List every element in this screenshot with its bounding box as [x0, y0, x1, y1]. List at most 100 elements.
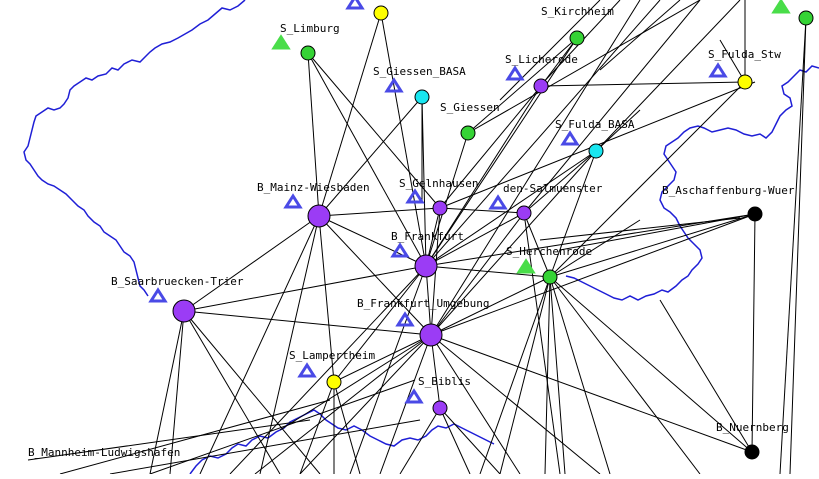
connection-line — [549, 276, 566, 475]
connection-line — [349, 265, 427, 475]
label-fulda-basa: S_Fulda_BASA — [555, 118, 635, 131]
connection-line — [425, 0, 661, 267]
label-kirchheim: S_Kirchheim — [541, 5, 614, 18]
connection-line — [430, 0, 641, 336]
node-giessen[interactable] — [460, 125, 476, 141]
triangle-marker-fulda-basa — [560, 130, 580, 146]
connection-line — [430, 150, 597, 336]
connection-line — [318, 215, 432, 336]
connection-line — [659, 299, 753, 453]
connection-line — [544, 276, 551, 475]
connection-line — [779, 17, 807, 475]
connection-line — [549, 81, 746, 278]
triangle-marker-giessen-basa — [384, 77, 404, 93]
label-frankfurt: B_Frankfurt — [391, 230, 464, 243]
node-aschaffenburg[interactable] — [747, 206, 763, 222]
node-herchenrode[interactable] — [542, 269, 558, 285]
node-kirchheim[interactable] — [569, 30, 585, 46]
connection-line — [318, 12, 382, 217]
connection-line — [751, 213, 756, 453]
node-mainz-wiesbaden[interactable] — [307, 204, 331, 228]
node-nuernberg[interactable] — [744, 444, 760, 460]
connection-line — [109, 419, 421, 475]
node-limburg[interactable] — [300, 45, 316, 61]
connection-line — [599, 0, 681, 71]
node-frankfurt-umgebung[interactable] — [419, 323, 443, 347]
node-biblis[interactable] — [432, 400, 448, 416]
label-lampertheim: S_Lampertheim — [289, 349, 375, 362]
connection-line — [183, 265, 427, 312]
connection-line — [549, 219, 641, 278]
connection-line — [229, 265, 427, 475]
connection-line — [169, 310, 185, 475]
connection-line — [299, 381, 335, 475]
label-giessen: S_Giessen — [440, 101, 500, 114]
connection-line — [425, 212, 525, 267]
connections — [27, 0, 807, 475]
connection-line — [254, 334, 432, 475]
node-top-yellow[interactable] — [373, 5, 389, 21]
node-frankfurt[interactable] — [414, 254, 438, 278]
triangle-marker-gelnhausen — [405, 188, 425, 204]
connection-line — [539, 217, 741, 241]
connection-line — [425, 85, 542, 267]
connection-line — [439, 407, 471, 475]
border-north-west — [23, 0, 246, 297]
label-aschaffenburg: B_Aschaffenburg-Wuer — [662, 184, 795, 197]
triangle-marker-mainz — [283, 193, 303, 209]
connection-line — [595, 109, 641, 152]
connection-line — [430, 334, 753, 453]
connection-line — [549, 213, 756, 278]
connection-line — [430, 212, 525, 336]
connection-line — [559, 213, 756, 251]
connection-line — [523, 150, 597, 214]
label-licherode: S_Licherode — [505, 53, 578, 66]
node-top-right-green[interactable] — [798, 10, 814, 26]
connection-line — [499, 276, 551, 475]
node-fulda-basa[interactable] — [588, 143, 604, 159]
connection-line — [479, 276, 551, 475]
connection-line — [549, 276, 611, 475]
connection-line — [299, 334, 432, 475]
region-borders — [23, 0, 819, 475]
label-fulda-stw: S_Fulda_Stw — [708, 48, 781, 61]
connection-line — [318, 215, 427, 267]
node-saarbruecken[interactable] — [172, 299, 196, 323]
connection-line — [59, 399, 331, 475]
label-giessen-basa: S_Giessen_BASA — [373, 65, 466, 78]
node-giessen-basa[interactable] — [414, 89, 430, 105]
node-fulda-stw[interactable] — [737, 74, 753, 90]
connection-line — [540, 81, 746, 87]
label-saarbruecken: B_Saarbruecken-Trier — [111, 275, 244, 288]
label-gelnhausen: S_Gelnhausen — [399, 177, 478, 190]
connection-line — [183, 310, 432, 336]
label-salmuenster: den-Salmuenster — [503, 182, 603, 195]
connection-line — [523, 212, 551, 278]
connection-line — [318, 207, 441, 217]
connection-line — [719, 39, 746, 83]
triangle-marker-frankfurt — [390, 242, 410, 258]
connection-line — [333, 334, 432, 383]
triangle-marker-limburg — [271, 34, 291, 50]
connection-line — [430, 334, 521, 475]
connection-line — [307, 52, 441, 209]
triangle-marker-frankfurt-umgebung — [395, 311, 415, 327]
connection-line — [430, 334, 601, 475]
node-gelnhausen[interactable] — [432, 200, 448, 216]
label-herchenrode: S_Herchenrode — [506, 245, 592, 258]
connection-line — [379, 334, 432, 475]
triangle-marker-salmuenster — [488, 194, 508, 210]
connection-line — [27, 419, 311, 461]
node-salmuenster[interactable] — [516, 205, 532, 221]
connection-line — [183, 310, 321, 475]
connection-line — [279, 334, 432, 431]
node-lampertheim[interactable] — [326, 374, 342, 390]
label-limburg: S_Limburg — [280, 22, 340, 35]
connection-line — [380, 12, 427, 267]
label-nuernberg: B_Nuernberg — [716, 421, 789, 434]
connection-line — [430, 213, 756, 336]
node-licherode[interactable] — [533, 78, 549, 94]
connection-line — [439, 207, 525, 214]
